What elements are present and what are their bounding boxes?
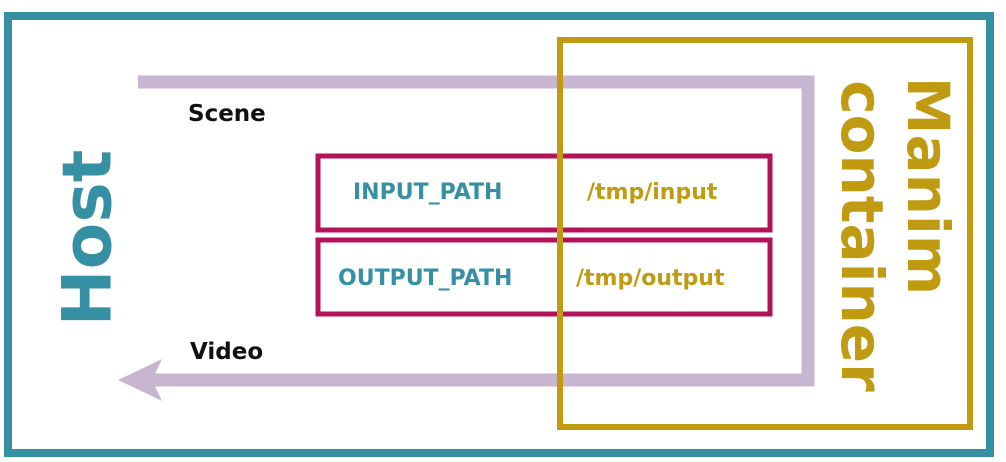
input-mount-box xyxy=(315,153,773,233)
container-label-line1: Manim xyxy=(894,77,962,295)
container-label-line2: container xyxy=(828,80,896,392)
video-label: Video xyxy=(190,339,263,365)
input-path-container: /tmp/input xyxy=(587,180,718,205)
flow-arrow-head xyxy=(118,359,162,401)
input-path-var: INPUT_PATH xyxy=(353,180,502,205)
output-path-var: OUTPUT_PATH xyxy=(338,266,512,291)
output-path-container: /tmp/output xyxy=(576,266,725,291)
container-frame xyxy=(557,37,973,430)
host-frame xyxy=(4,12,994,457)
host-label: Host xyxy=(49,150,128,327)
scene-label: Scene xyxy=(188,101,266,127)
output-mount-box xyxy=(315,237,773,317)
flow-arrow-line xyxy=(138,75,815,387)
